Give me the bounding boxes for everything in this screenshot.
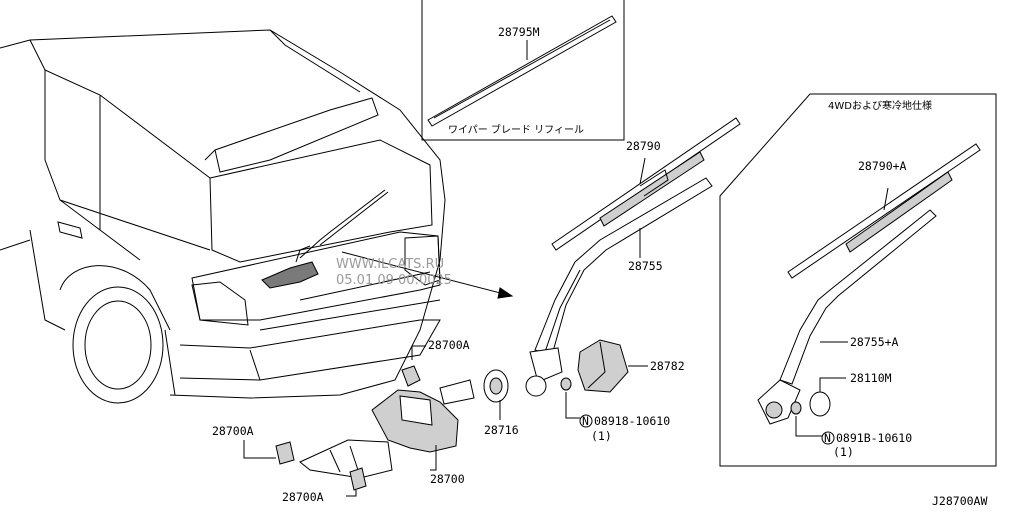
callout-28700a-bottom: 28700A	[282, 490, 324, 504]
wiper-blade-28790	[551, 117, 741, 251]
callout-28755: 28755	[628, 259, 663, 273]
vehicle-rear-illustration	[0, 29, 514, 404]
callout-28110m: 28110M	[850, 371, 892, 385]
grommet-28700a-left	[243, 440, 295, 465]
inset-box-4wd	[719, 93, 997, 467]
callout-nut-qty: (1)	[591, 429, 612, 443]
callout-28755a: 28755+A	[850, 335, 899, 349]
callout-28795m: 28795M	[498, 25, 540, 39]
wiper-arm-28755	[529, 177, 713, 383]
watermark-line1: WWW.ILCATS.RU	[336, 257, 444, 272]
seal-28716	[483, 369, 509, 420]
callout-28790: 28790	[626, 139, 661, 153]
cap-28110m	[809, 377, 846, 417]
refill-box	[421, 0, 625, 141]
arm-cap-28782	[577, 339, 648, 393]
callout-nut-08918: 08918-10610	[594, 414, 670, 428]
wiper-motor-28700	[299, 379, 475, 479]
callout-28790a: 28790+A	[858, 159, 907, 173]
inset-title: 4WDおよび寒冷地仕様	[828, 99, 932, 112]
callout-28700a-left: 28700A	[212, 424, 254, 438]
callout-inset-nut-qty: (1)	[833, 445, 854, 459]
wiper-refill-part	[427, 15, 617, 127]
nut-symbol-main: N	[582, 414, 589, 428]
callout-28716: 28716	[484, 423, 519, 437]
watermark-line2: 05.01 09 00:0025	[336, 273, 452, 288]
grommet-28700a-bottom	[346, 467, 367, 497]
wiper-arm-28755a	[757, 209, 937, 425]
callout-28700: 28700	[430, 472, 465, 486]
arm-pivot-nut	[525, 375, 580, 419]
refill-caption: ワイパー ブレード リフィール	[448, 123, 584, 136]
callout-28700a-top: 28700A	[428, 338, 470, 352]
callout-inset-nut: 0891B-10610	[836, 431, 912, 445]
diagram-code: J28700AW	[932, 494, 987, 508]
callout-28782: 28782	[650, 359, 685, 373]
nut-08918-symbol	[579, 414, 593, 428]
grommet-28700a-top	[401, 345, 426, 387]
nut-symbol-inset: N	[824, 431, 831, 445]
wiper-blade-28790a	[787, 143, 981, 279]
inset-nut	[790, 401, 835, 445]
